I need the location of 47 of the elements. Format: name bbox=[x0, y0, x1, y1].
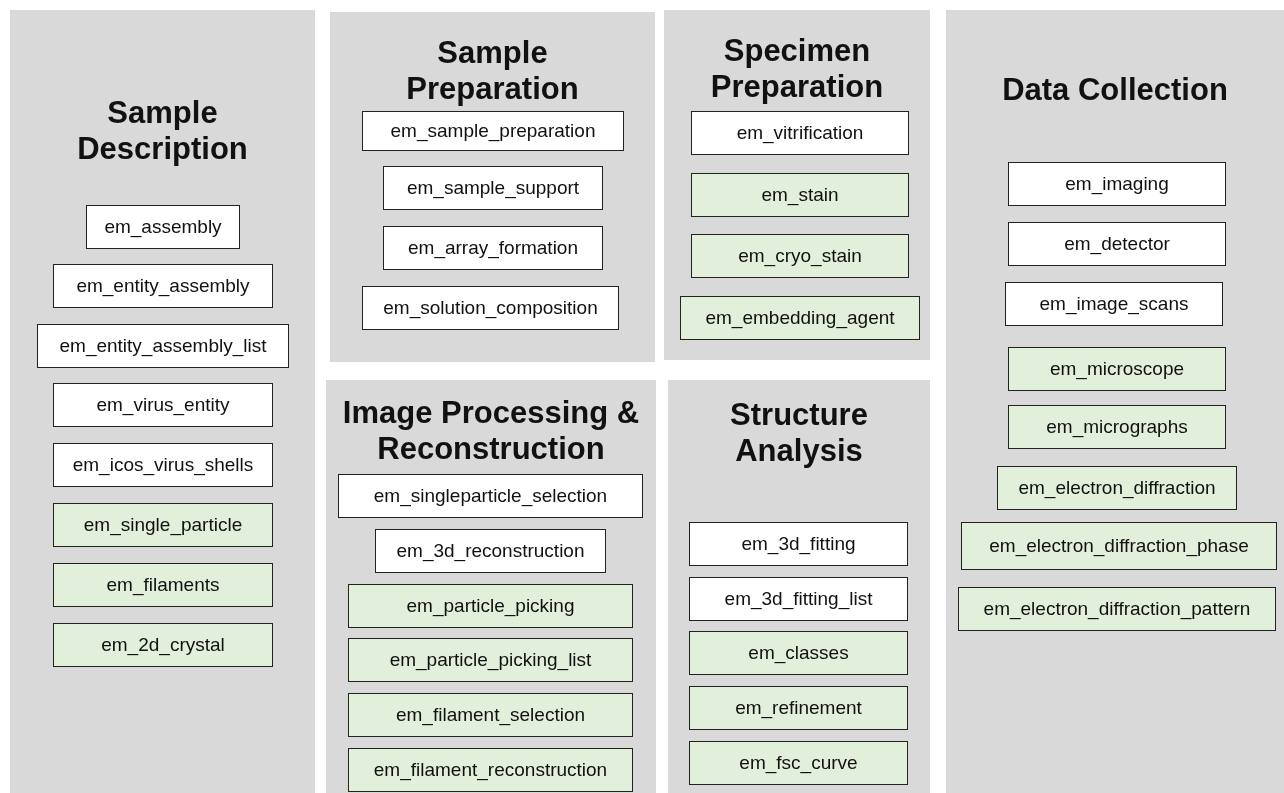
table-name-box: em_array_formation bbox=[383, 226, 603, 270]
group-panel bbox=[10, 10, 315, 793]
table-name-box: em_cryo_stain bbox=[691, 234, 909, 278]
table-name-box: em_entity_assembly_list bbox=[37, 324, 289, 368]
table-name-box: em_single_particle bbox=[53, 503, 273, 547]
table-name-box: em_electron_diffraction bbox=[997, 466, 1237, 510]
table-name-box: em_particle_picking bbox=[348, 584, 633, 628]
table-name-box: em_filaments bbox=[53, 563, 273, 607]
table-name-box: em_electron_diffraction_pattern bbox=[958, 587, 1276, 631]
group-panel bbox=[330, 12, 655, 362]
panel-title: Specimen Preparation bbox=[709, 33, 885, 105]
table-name-box: em_vitrification bbox=[691, 111, 909, 155]
panel-title: Sample Description bbox=[76, 95, 249, 167]
group-panel bbox=[946, 10, 1284, 793]
table-name-box: em_icos_virus_shells bbox=[53, 443, 273, 487]
table-name-box: em_filament_reconstruction bbox=[348, 748, 633, 792]
panel-title: Structure Analysis bbox=[729, 397, 869, 469]
table-name-box: em_classes bbox=[689, 631, 908, 675]
table-name-box: em_3d_reconstruction bbox=[375, 529, 606, 573]
table-name-box: em_refinement bbox=[689, 686, 908, 730]
table-name-box: em_image_scans bbox=[1005, 282, 1223, 326]
group-panel bbox=[664, 10, 930, 360]
table-name-box: em_2d_crystal bbox=[53, 623, 273, 667]
table-name-box: em_stain bbox=[691, 173, 909, 217]
group-panel bbox=[668, 380, 930, 793]
table-name-box: em_3d_fitting bbox=[689, 522, 908, 566]
table-name-box: em_virus_entity bbox=[53, 383, 273, 427]
table-name-box: em_detector bbox=[1008, 222, 1226, 266]
table-name-box: em_electron_diffraction_phase bbox=[961, 522, 1277, 570]
table-name-box: em_fsc_curve bbox=[689, 741, 908, 785]
table-name-box: em_imaging bbox=[1008, 162, 1226, 206]
table-name-box: em_filament_selection bbox=[348, 693, 633, 737]
group-panel bbox=[326, 380, 656, 793]
table-name-box: em_assembly bbox=[86, 205, 240, 249]
table-name-box: em_embedding_agent bbox=[680, 296, 920, 340]
table-name-box: em_microscope bbox=[1008, 347, 1226, 391]
table-name-box: em_particle_picking_list bbox=[348, 638, 633, 682]
table-name-box: em_entity_assembly bbox=[53, 264, 273, 308]
table-name-box: em_sample_preparation bbox=[362, 111, 624, 151]
panel-title: Sample Preparation bbox=[405, 35, 580, 107]
panel-title: Data Collection bbox=[1001, 72, 1229, 108]
table-name-box: em_singleparticle_selection bbox=[338, 474, 643, 518]
table-name-box: em_micrographs bbox=[1008, 405, 1226, 449]
table-name-box: em_3d_fitting_list bbox=[689, 577, 908, 621]
table-name-box: em_sample_support bbox=[383, 166, 603, 210]
table-name-box: em_solution_composition bbox=[362, 286, 619, 330]
panel-title: Image Processing & Reconstruction bbox=[341, 395, 641, 467]
